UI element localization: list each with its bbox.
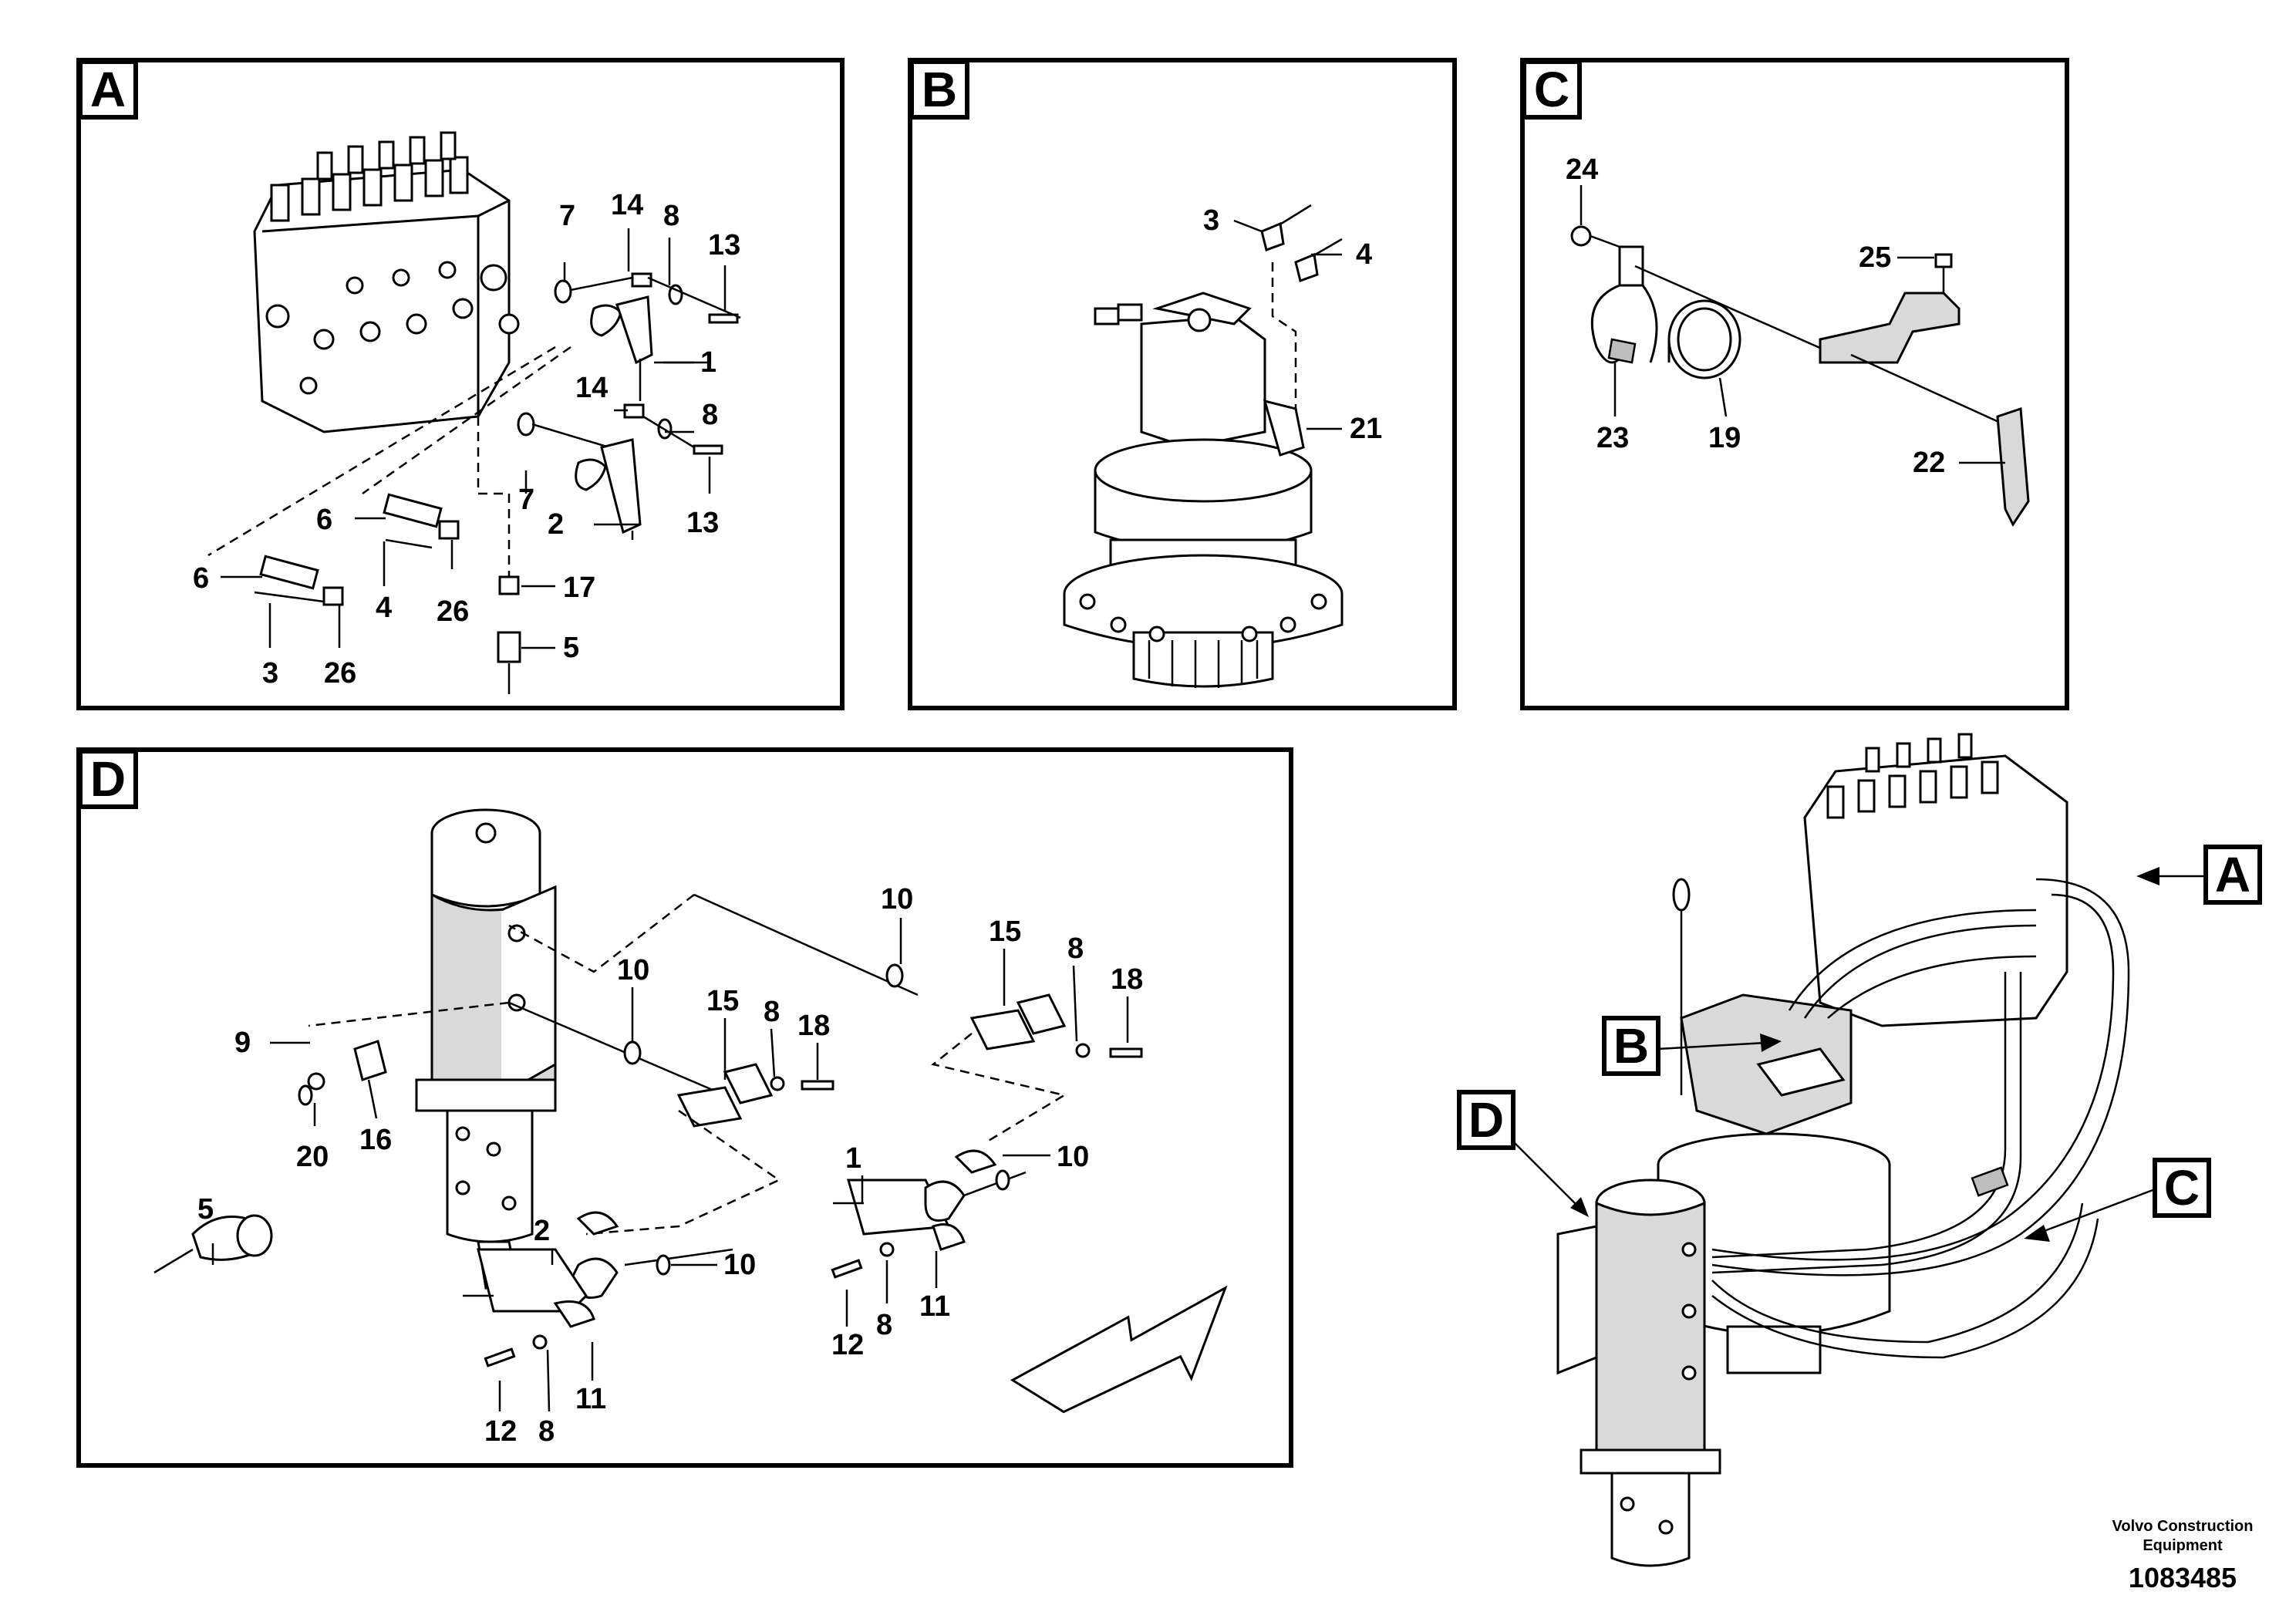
panel-a-leaders xyxy=(221,228,727,649)
overview-tag-a: A xyxy=(2136,845,2262,905)
swing-motor-drawing xyxy=(1063,292,1344,688)
overview-tag-d: D xyxy=(1457,1090,1589,1217)
panel-d-callouts: 10 15 8 18 10 15 8 18 9 20 16 5 1 10 2 1… xyxy=(197,883,1143,1448)
callout-24: 24 xyxy=(1566,153,1598,186)
callout-12: 12 xyxy=(484,1415,517,1448)
hose-assembly-upper xyxy=(554,272,741,401)
callout-4: 4 xyxy=(376,592,392,624)
callout-2: 2 xyxy=(534,1215,550,1247)
clamp-drawing xyxy=(1570,225,2030,527)
overview-tag-d-letter: D xyxy=(1468,1092,1504,1148)
callout-4: 4 xyxy=(1356,238,1372,271)
callout-18: 18 xyxy=(797,1010,830,1042)
callout-3: 3 xyxy=(262,657,278,690)
callout-26: 26 xyxy=(324,657,356,690)
callout-10: 10 xyxy=(881,883,913,916)
overview-tag-c-letter: C xyxy=(2164,1160,2200,1216)
callout-8: 8 xyxy=(702,399,718,431)
panel-c: C 24 25 23 19 22 xyxy=(1520,58,2069,710)
callout-8: 8 xyxy=(1067,932,1084,965)
adapters-fittings xyxy=(207,346,571,694)
callout-14: 14 xyxy=(575,372,608,404)
callout-11: 11 xyxy=(575,1383,606,1415)
callout-11: 11 xyxy=(919,1290,950,1323)
company-name-line2: Equipment xyxy=(2143,1537,2223,1554)
callout-25: 25 xyxy=(1859,241,1891,274)
overview-tag-b: B xyxy=(1602,1016,1782,1076)
callout-15: 15 xyxy=(989,916,1021,948)
overview-tag-b-letter: B xyxy=(1613,1018,1649,1074)
control-valve-drawing xyxy=(253,131,520,433)
direction-arrow xyxy=(1010,1285,1228,1414)
callout-10: 10 xyxy=(1057,1141,1089,1173)
callout-13: 13 xyxy=(708,229,740,261)
panel-a-letter: A xyxy=(90,62,126,117)
callout-16: 16 xyxy=(359,1124,392,1156)
callout-1: 1 xyxy=(845,1142,861,1175)
panel-b-leaders xyxy=(1233,219,1342,430)
callout-10: 10 xyxy=(723,1249,756,1281)
callout-7: 7 xyxy=(518,484,534,516)
callout-17: 17 xyxy=(563,572,595,604)
callout-6: 6 xyxy=(316,504,332,536)
panel-d-leaders xyxy=(211,918,1129,1412)
callout-10: 10 xyxy=(617,954,649,986)
callout-20: 20 xyxy=(296,1141,329,1173)
panel-c-callouts: 24 25 23 19 22 xyxy=(1566,153,1945,479)
document-number: 1083485 xyxy=(2129,1562,2237,1593)
callout-13: 13 xyxy=(686,507,719,539)
panel-a-callouts: 7 14 8 13 1 14 8 7 2 13 6 6 4 26 3 26 17… xyxy=(193,189,740,690)
panel-b-callouts: 3 4 21 xyxy=(1203,204,1382,445)
callout-1: 1 xyxy=(700,346,716,379)
overview-tag-a-letter: A xyxy=(2215,847,2250,902)
callout-7: 7 xyxy=(559,200,575,232)
callout-9: 9 xyxy=(234,1027,251,1059)
callout-6: 6 xyxy=(193,562,209,595)
callout-5: 5 xyxy=(197,1193,214,1226)
panel-d-letter: D xyxy=(90,751,126,807)
hose-assembly-lower xyxy=(517,403,723,540)
overview-tag-c: C xyxy=(2024,1158,2211,1242)
callout-26: 26 xyxy=(437,595,469,628)
callout-8: 8 xyxy=(663,200,679,232)
panel-c-leaders xyxy=(1580,185,2005,464)
callout-2: 2 xyxy=(548,508,564,541)
callout-8: 8 xyxy=(764,996,780,1028)
callout-18: 18 xyxy=(1111,963,1143,996)
callout-8: 8 xyxy=(538,1415,555,1448)
panel-c-letter: C xyxy=(1534,62,1569,117)
callout-5: 5 xyxy=(563,632,579,664)
panel-a: A xyxy=(76,58,845,710)
callout-8: 8 xyxy=(876,1309,892,1341)
callout-14: 14 xyxy=(611,189,643,221)
callout-12: 12 xyxy=(831,1329,864,1361)
company-name-line1: Volvo Construction xyxy=(2112,1518,2254,1535)
callout-3: 3 xyxy=(1203,204,1219,237)
callout-15: 15 xyxy=(706,985,739,1017)
swing-motor-fittings xyxy=(1260,204,1343,457)
footer-block: Volvo Construction Equipment 1083485 xyxy=(2112,1518,2254,1593)
panel-b-letter: B xyxy=(922,62,957,117)
callout-23: 23 xyxy=(1596,422,1629,454)
callout-19: 19 xyxy=(1708,422,1741,454)
callout-21: 21 xyxy=(1350,413,1382,445)
overview-assembly: A B C D xyxy=(1457,733,2262,1567)
swivel-joint-fittings xyxy=(153,893,1143,1367)
panel-b: B xyxy=(908,58,1457,710)
callout-22: 22 xyxy=(1913,447,1945,479)
swivel-joint-drawing xyxy=(415,808,557,1243)
panel-d: D xyxy=(76,747,1293,1468)
